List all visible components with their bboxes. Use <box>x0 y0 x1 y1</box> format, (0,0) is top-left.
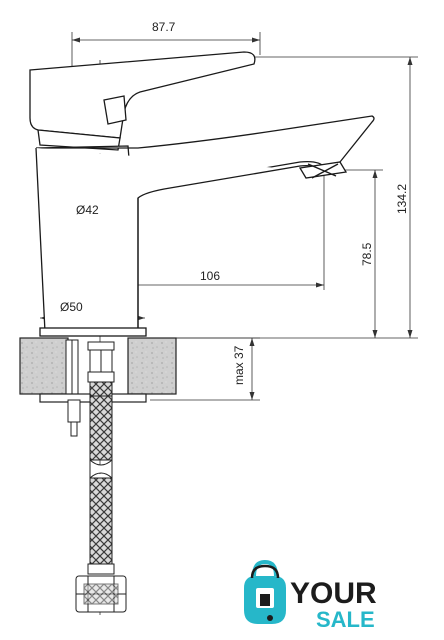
mounting-stud <box>67 399 81 437</box>
logo-word-your: YOUR <box>290 577 377 610</box>
faucet <box>29 51 375 337</box>
faucet-handle <box>29 51 256 139</box>
dim-spout-height: 78.5 <box>360 242 374 266</box>
dim-base-diameter: Ø50 <box>60 300 83 314</box>
dim-spout-reach: 106 <box>200 269 220 283</box>
dim-body-diameter: Ø42 <box>76 203 99 217</box>
dim-total-height: 134.2 <box>395 184 409 214</box>
logo-word-sale: SALE <box>316 607 375 632</box>
yoursale-logo: YOUR SALE <box>244 559 377 632</box>
hose-nut <box>75 575 127 613</box>
dim-handle-length: 87.7 <box>152 20 176 34</box>
dim-max-thickness: max 37 <box>232 345 246 385</box>
braided-hose <box>87 395 115 575</box>
faucet-base <box>39 327 147 337</box>
shopping-bag-icon <box>244 559 286 624</box>
hose-nipple <box>87 341 115 397</box>
